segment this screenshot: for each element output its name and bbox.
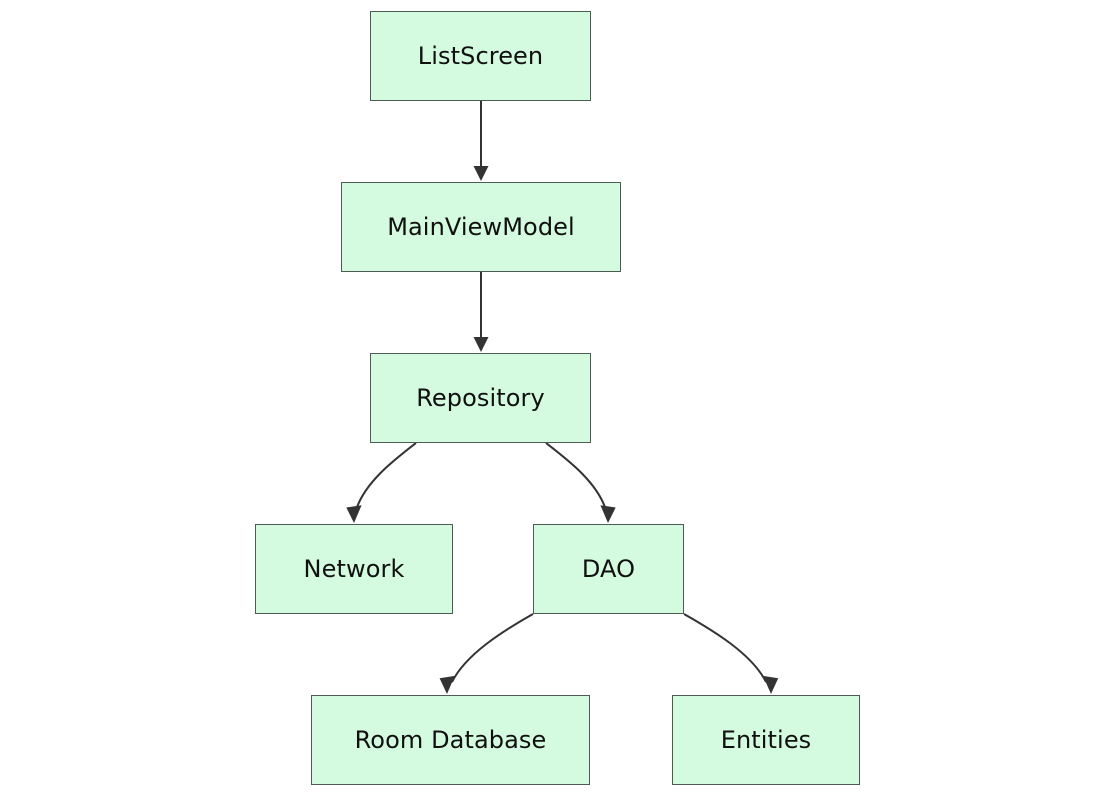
edge-dao-to-entities xyxy=(683,613,779,694)
node-label: Repository xyxy=(416,383,545,412)
node-network[interactable]: Network xyxy=(255,524,453,614)
edge-repository-to-network xyxy=(346,442,417,523)
arrowhead-icon xyxy=(439,675,455,694)
node-label: ListScreen xyxy=(417,41,544,70)
arrowhead-icon xyxy=(346,505,362,523)
arrowhead-icon xyxy=(473,166,489,181)
edge-dao-to-roomdatabase xyxy=(439,613,534,694)
arrowhead-icon xyxy=(600,505,616,523)
node-label: Entities xyxy=(720,725,812,754)
node-roomdatabase[interactable]: Room Database xyxy=(311,695,590,785)
edge-repository-to-dao xyxy=(545,442,616,523)
arrowhead-icon xyxy=(473,337,489,352)
edge-mainviewmodel-to-repository xyxy=(473,272,489,352)
node-listscreen[interactable]: ListScreen xyxy=(370,11,591,101)
node-label: Room Database xyxy=(354,725,547,754)
node-label: MainViewModel xyxy=(387,212,575,241)
node-dao[interactable]: DAO xyxy=(533,524,684,614)
node-entities[interactable]: Entities xyxy=(672,695,860,785)
arrowhead-icon xyxy=(763,675,779,694)
node-repository[interactable]: Repository xyxy=(370,353,591,443)
node-label: DAO xyxy=(581,554,636,583)
node-label: Network xyxy=(303,554,405,583)
node-mainviewmodel[interactable]: MainViewModel xyxy=(341,182,621,272)
edge-listscreen-to-mainviewmodel xyxy=(473,101,489,181)
